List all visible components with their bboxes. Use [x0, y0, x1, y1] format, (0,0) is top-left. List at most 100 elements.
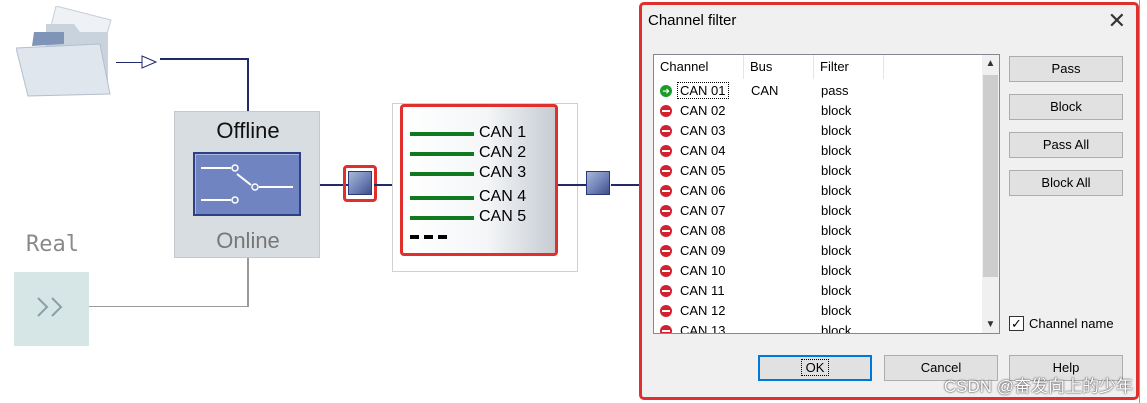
block-button[interactable]: Block: [1009, 94, 1123, 120]
can-label-1: CAN 1: [479, 124, 527, 141]
channel-cell: CAN 08: [680, 223, 726, 238]
filter-cell: block: [821, 123, 852, 138]
channel-cell: CAN 03: [680, 123, 726, 138]
filter-cell: block: [821, 183, 852, 198]
channel-cell: CAN 01: [677, 82, 729, 99]
real-block[interactable]: [14, 272, 89, 346]
vertical-scrollbar[interactable]: ▲ ▼: [982, 55, 999, 333]
checkbox-box[interactable]: ✓: [1009, 316, 1024, 331]
dialog-title: Channel filter: [648, 12, 737, 29]
cancel-button[interactable]: Cancel: [884, 355, 998, 381]
filter-cell: block: [821, 103, 852, 118]
can-line: [410, 216, 474, 220]
block-icon: [660, 305, 672, 317]
watermark: CSDN @奋发向上的少年: [943, 377, 1133, 396]
list-item[interactable]: CAN 02 block: [654, 101, 984, 121]
column-header-filter[interactable]: Filter: [814, 55, 884, 79]
can-channel-block[interactable]: CAN 1 CAN 2 CAN 3 CAN 4 CAN 5: [400, 104, 558, 256]
can-line: [410, 196, 474, 200]
help-button-label: Help: [1052, 360, 1080, 375]
channel-cell: CAN 13: [680, 323, 726, 334]
wire-node-out: [611, 184, 639, 186]
wire-node-can: [374, 184, 402, 186]
block-icon: [660, 125, 672, 137]
pass-button-label: Pass: [1051, 61, 1081, 76]
block-icon: [660, 265, 672, 277]
switch-icon: [201, 164, 293, 204]
list-item[interactable]: CAN 10 block: [654, 261, 984, 281]
list-item[interactable]: CAN 08 block: [654, 221, 984, 241]
list-item[interactable]: CAN 09 block: [654, 241, 984, 261]
block-icon: [660, 245, 672, 257]
column-header-bus[interactable]: Bus: [744, 55, 814, 79]
wire-down: [247, 58, 249, 112]
ok-button[interactable]: OK: [758, 355, 872, 381]
node-highlight: [343, 165, 377, 202]
channel-cell: CAN 12: [680, 303, 726, 318]
wire-top: [160, 58, 249, 60]
pass-button[interactable]: Pass: [1009, 56, 1123, 82]
block-icon: [660, 205, 672, 217]
more-dash: [438, 235, 447, 239]
channel-cell: CAN 02: [680, 103, 726, 118]
more-dash: [410, 235, 419, 239]
filter-cell: block: [821, 263, 852, 278]
switch-panel[interactable]: [193, 152, 301, 216]
ok-button-label: OK: [800, 359, 830, 376]
filter-cell: block: [821, 303, 852, 318]
close-icon[interactable]: ✕: [1107, 8, 1126, 33]
scroll-up-icon[interactable]: ▲: [985, 58, 996, 69]
can-label-4: CAN 4: [479, 188, 527, 205]
block-button-label: Block: [1050, 99, 1082, 114]
channel-cell: CAN 07: [680, 203, 726, 218]
real-wire-up: [247, 258, 249, 307]
background-window-edge: [1139, 0, 1147, 403]
channel-cell: CAN 10: [680, 263, 726, 278]
can-line: [410, 132, 474, 136]
channel-cell: CAN 04: [680, 143, 726, 158]
real-wire: [89, 306, 249, 307]
can-label-3: CAN 3: [479, 164, 527, 181]
block-icon: [660, 145, 672, 157]
list-item[interactable]: CAN 04 block: [654, 141, 984, 161]
double-chevron-right-icon: [37, 297, 63, 317]
filter-cell: block: [821, 243, 852, 258]
can-label-2: CAN 2: [479, 144, 527, 161]
filter-cell: block: [821, 163, 852, 178]
list-item[interactable]: CAN 12 block: [654, 301, 984, 321]
offline-online-switch[interactable]: Offline Online: [174, 111, 320, 258]
block-all-button[interactable]: Block All: [1009, 170, 1123, 196]
folder-icon[interactable]: [16, 6, 112, 98]
cancel-button-label: Cancel: [920, 360, 962, 375]
channel-cell: CAN 11: [680, 283, 725, 298]
help-button[interactable]: Help: [1009, 355, 1123, 381]
pass-all-button[interactable]: Pass All: [1009, 132, 1123, 158]
can-label-5: CAN 5: [479, 208, 527, 225]
list-header: Channel Bus Filter: [654, 55, 984, 79]
output-node[interactable]: [586, 171, 610, 195]
filter-cell: block: [821, 143, 852, 158]
channel-cell: CAN 09: [680, 243, 726, 258]
scroll-down-icon[interactable]: ▼: [985, 319, 996, 330]
list-item[interactable]: CAN 03 block: [654, 121, 984, 141]
list-item[interactable]: CAN 13 block: [654, 321, 984, 334]
offline-label: Offline: [216, 118, 280, 143]
scroll-thumb[interactable]: [983, 75, 998, 277]
filter-cell: block: [821, 323, 852, 334]
bus-cell: CAN: [751, 83, 779, 98]
column-header-channel[interactable]: Channel: [654, 55, 744, 79]
block-icon: [660, 185, 672, 197]
filter-cell: block: [821, 223, 852, 238]
block-icon: [660, 285, 672, 297]
filter-cell: pass: [821, 83, 849, 98]
connection-node[interactable]: [348, 171, 372, 195]
real-label: Real: [26, 232, 79, 257]
folder-wire: [116, 62, 142, 63]
can-line: [410, 172, 474, 176]
